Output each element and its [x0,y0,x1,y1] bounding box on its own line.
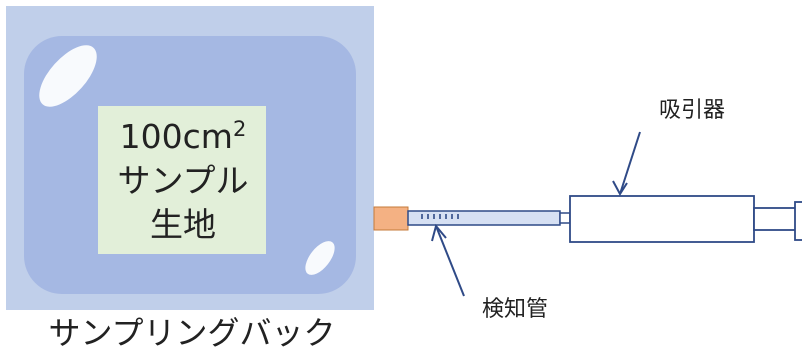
tube-end-cap [373,206,409,231]
sampling-bag: 100cm2 サンプル 生地 [6,6,374,310]
tube-scale-ticks [421,214,459,219]
sample-fabric-box [98,106,266,254]
bag-highlight-top [39,45,97,107]
bag-highlight-bottom [305,241,335,275]
sample-area-exponent: 2 [233,117,246,141]
sample-line2: サンプル [117,161,248,200]
aspirator [569,195,802,243]
sample-line3: 生地 [150,205,216,244]
aspirator-label: 吸引器 [659,98,725,123]
sample-area-value: 100cm [120,117,233,156]
arrow-to-aspirator [612,131,641,196]
sampling-bag-label: サンプリングバック [48,314,335,352]
aspirator-plunger [753,207,801,231]
aspirator-barrel [569,195,755,243]
aspirator-handle [794,201,802,241]
arrow-to-detector-tube [431,223,465,297]
detector-tube [373,206,571,231]
sample-line1: 100cm2 [120,117,247,156]
tube-connector [559,212,571,224]
tube-body [407,210,561,226]
detector-tube-label: 検知管 [482,297,548,322]
